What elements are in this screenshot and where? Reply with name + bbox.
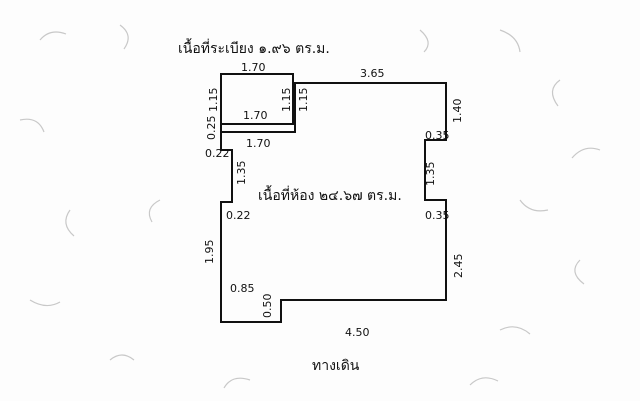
walls — [220, 73, 447, 323]
dim-door-width: 0.85 — [230, 282, 255, 295]
dim-left-lower: 1.95 — [203, 240, 216, 265]
dim-balcony-top: 1.70 — [241, 61, 266, 74]
dim-balcony-right-wall: 1.15 — [297, 88, 310, 113]
room-area-label: เนื้อที่ห้อง ๒๔.๖๗ ตร.ม. — [258, 185, 402, 204]
dim-balcony-left: 1.15 — [207, 88, 220, 113]
room-outline — [220, 82, 447, 323]
dim-right-middle: 1.35 — [424, 162, 437, 187]
dim-bottom: 4.50 — [345, 326, 370, 339]
dim-door-depth: 0.50 — [261, 294, 274, 319]
balcony-area-label: เนื้อที่ระเบียง ๑.๙๖ ตร.ม. — [178, 38, 330, 57]
dim-left-step-bottom: 0.22 — [226, 209, 251, 222]
background-scribbles — [19, 24, 601, 389]
dim-balcony-bottom: 1.70 — [246, 137, 271, 150]
dim-left-gap: 0.25 — [205, 116, 218, 141]
dim-right-lower: 2.45 — [452, 254, 465, 279]
dim-balcony-inner-bottom: 1.70 — [243, 109, 268, 122]
dim-right-upper: 1.40 — [451, 99, 464, 124]
dim-left-upper: 1.35 — [235, 161, 248, 186]
dim-left-step-top: 0.22 — [205, 147, 230, 160]
dim-balcony-inner-right: 1.15 — [280, 88, 293, 113]
walkway-label: ทางเดิน — [312, 358, 360, 374]
dim-right-step-bottom: 0.35 — [425, 209, 450, 222]
balcony-outline — [220, 73, 294, 125]
dim-room-top: 3.65 — [360, 67, 385, 80]
dim-right-step-top: 0.35 — [425, 129, 450, 142]
